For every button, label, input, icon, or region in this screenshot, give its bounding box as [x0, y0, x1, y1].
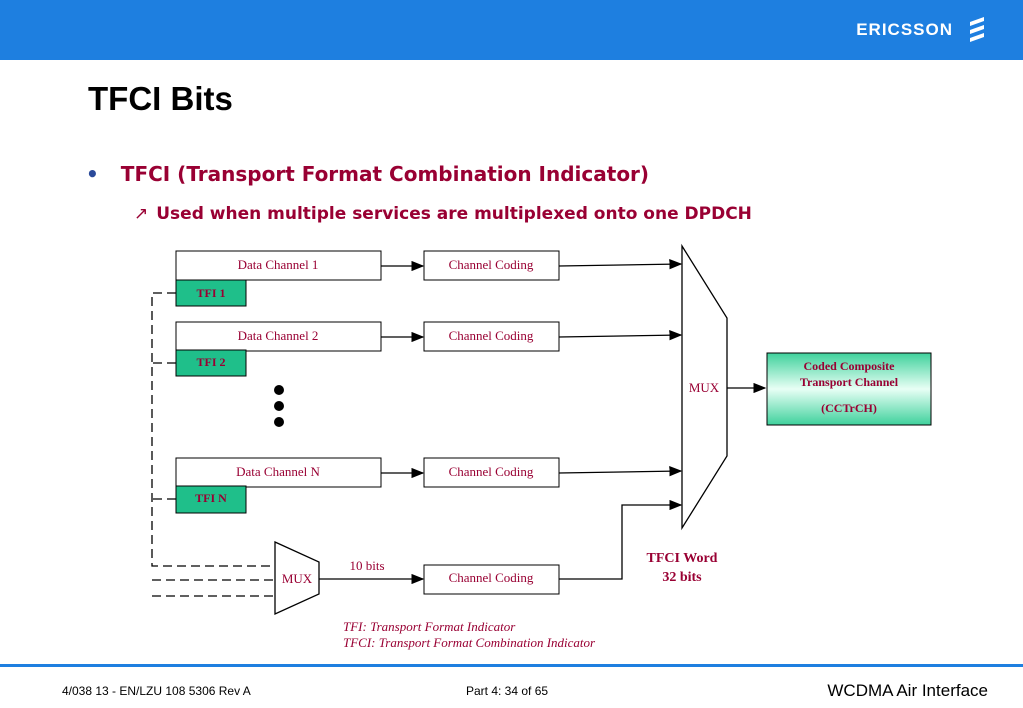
ericsson-logo-icon [970, 17, 984, 42]
main-mux-label: MUX [689, 380, 720, 395]
footer-course-title: WCDMA Air Interface [827, 681, 988, 700]
tfi-label: TFI 2 [196, 355, 225, 369]
main-mux-shape [681, 243, 728, 531]
channel-coding-label: Channel Coding [449, 464, 534, 479]
bullet-level2-text: Used when multiple services are multiple… [156, 204, 752, 224]
channel-coding-box [423, 321, 560, 352]
data-channel-label: Data Channel N [236, 464, 320, 479]
tfi-label: TFI N [195, 491, 227, 505]
data-channel-box [175, 321, 382, 352]
channel-coding-label: Channel Coding [449, 257, 534, 272]
dot [274, 385, 284, 395]
dot [274, 417, 284, 427]
bullet-dot-icon: • [86, 162, 99, 186]
tfci-word-line2: 32 bits [662, 570, 702, 585]
tfi-box [175, 485, 247, 514]
channel-row-1: Data Channel 1 TFI 1 Channel Coding [175, 250, 683, 307]
cctrch-box [766, 352, 932, 426]
header-bar [0, 0, 1023, 60]
arrow [558, 465, 683, 477]
footer-page-number: Part 4: 34 of 65 [466, 684, 549, 698]
tfi-box [175, 279, 247, 307]
channel-row-n: Data Channel N TFI N Channel Coding [175, 457, 683, 514]
footer-divider [0, 664, 1023, 667]
tfi-label: TFI 1 [196, 286, 225, 300]
channel-row-2: Data Channel 2 TFI 2 Channel Coding [175, 321, 683, 377]
cctrch-line3: (CCTrCH) [821, 401, 877, 415]
data-channel-label: Data Channel 2 [238, 328, 319, 343]
page-title: TFCI Bits [88, 80, 233, 117]
bits-label: 10 bits [349, 558, 384, 573]
tfi-dashed-lines [151, 292, 273, 597]
arrow [558, 329, 683, 341]
small-mux-shape [274, 540, 320, 616]
cctrch-line2: Transport Channel [800, 375, 899, 389]
small-mux-label: MUX [282, 571, 313, 586]
data-channel-box [175, 457, 382, 488]
data-channel-label: Data Channel 1 [238, 257, 319, 272]
bullet-level1: • TFCI (Transport Format Combination Indi… [86, 162, 649, 186]
ellipsis-dots [274, 385, 284, 427]
tfci-word-line1: TFCI Word [647, 551, 718, 566]
channel-coding-box [423, 457, 560, 488]
footer-doc-id: 4/038 13 - EN/LZU 108 5306 Rev A [62, 684, 251, 698]
legend-tfi: TFI: Transport Format Indicator [343, 619, 516, 634]
cctrch-line1: Coded Composite [803, 359, 895, 373]
tfci-arrow [559, 499, 683, 580]
channel-coding-label: Channel Coding [449, 328, 534, 343]
arrow [558, 258, 683, 270]
brand-name: ERICSSON [856, 20, 953, 39]
data-channel-box [175, 250, 382, 281]
tfci-coding-label: Channel Coding [449, 570, 534, 585]
arrow-up-right-icon: ↗ [134, 204, 149, 224]
tfci-coding-box [423, 564, 560, 595]
bullet-level2: ↗ Used when multiple services are multipl… [134, 204, 752, 224]
dot [274, 401, 284, 411]
legend-tfci: TFCI: Transport Format Combination Indic… [343, 635, 596, 650]
channel-coding-box [423, 250, 560, 281]
bullet-level1-text: TFCI (Transport Format Combination Indic… [120, 162, 650, 186]
tfi-box [175, 349, 247, 377]
